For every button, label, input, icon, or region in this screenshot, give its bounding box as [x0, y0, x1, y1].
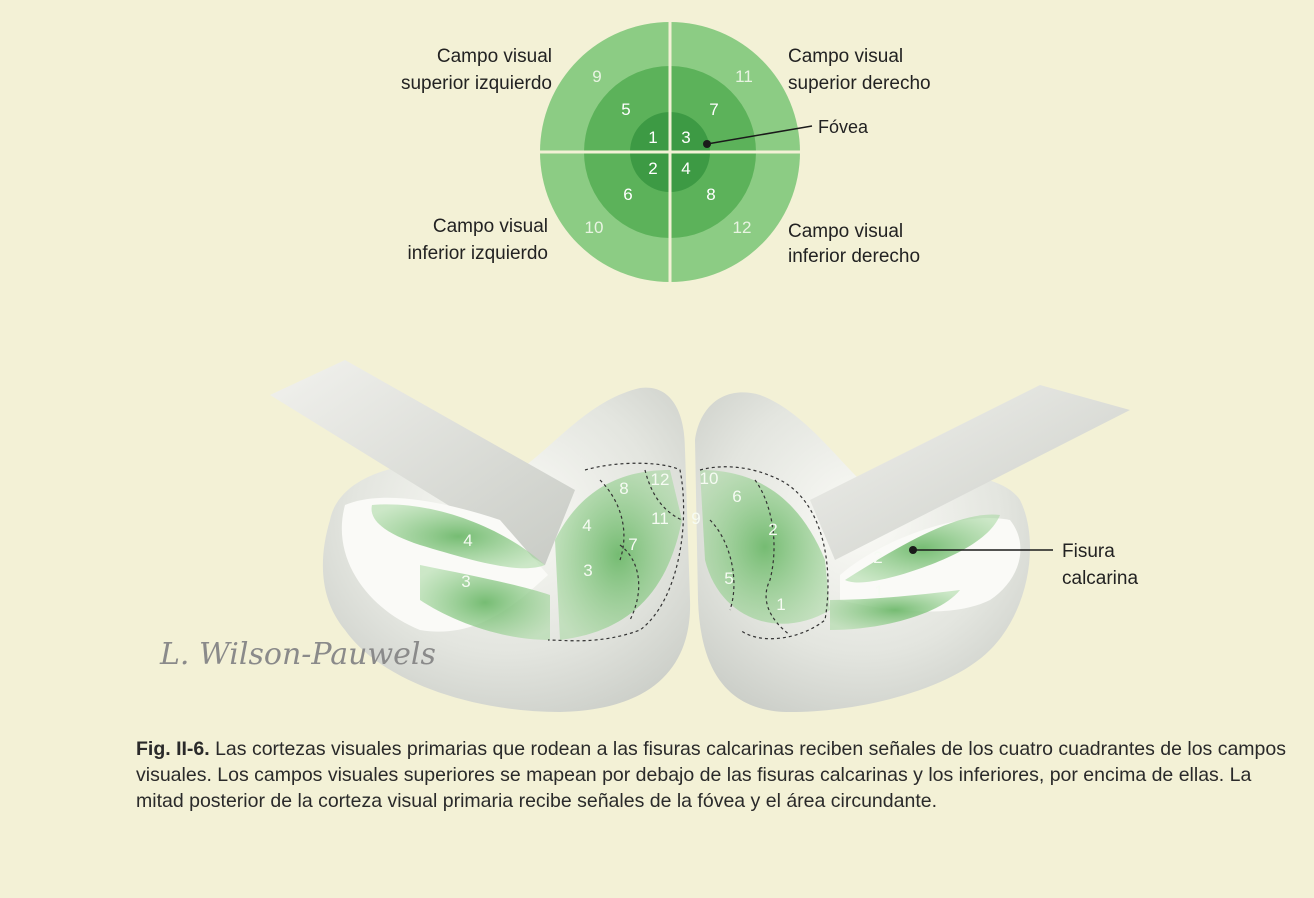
disc-number-4: 4	[681, 159, 690, 178]
left-cut-slab	[270, 360, 575, 565]
cortex-number-4-left-medial: 4	[582, 516, 591, 535]
label-lower-right-line1: Campo visual	[788, 221, 903, 242]
cortex-number-1-right-medial: 1	[776, 595, 785, 614]
figure-caption-label: Fig. II-6.	[136, 738, 210, 760]
disc-number-12: 12	[733, 218, 752, 237]
cortex-number-8: 8	[619, 479, 628, 498]
label-lower-left-line1: Campo visual	[433, 216, 548, 237]
right-cut-slab	[810, 385, 1130, 560]
disc-number-11: 11	[735, 67, 753, 86]
figure-caption-text: Las cortezas visuales primarias que rode…	[136, 738, 1286, 812]
fovea-label: Fóvea	[818, 117, 869, 137]
label-upper-right-line1: Campo visual	[788, 46, 903, 67]
left-lower-cortex-green	[420, 565, 550, 640]
fissure-label-line1: Fisura	[1062, 541, 1115, 562]
right-medial-cortex-green	[700, 470, 830, 624]
right-lower-cortex-green	[830, 590, 960, 630]
left-upper-cortex-green	[371, 504, 545, 569]
label-lower-left-line2: inferior izquierdo	[408, 243, 548, 264]
disc-number-9: 9	[592, 67, 601, 86]
disc-number-7: 7	[709, 100, 718, 119]
disc-number-5: 5	[621, 100, 630, 119]
fovea-leader	[706, 125, 813, 145]
cortex-number-9: 9	[691, 509, 700, 528]
cortex-number-10: 10	[700, 469, 719, 488]
cortex-number-2-right-fissure: 2	[873, 548, 882, 567]
cortex-number-6: 6	[732, 487, 741, 506]
cortex-number-12: 12	[651, 470, 670, 489]
quadrant-labels: Campo visual superior izquierdo Campo vi…	[401, 46, 931, 267]
left-medial-cortex-green	[555, 470, 682, 640]
cortex-dashed-boundaries	[547, 462, 829, 642]
disc-number-2: 2	[648, 159, 657, 178]
cortex-number-3-left-lower: 3	[461, 572, 470, 591]
disc-number-10: 10	[585, 218, 604, 237]
label-upper-left-line1: Campo visual	[437, 46, 552, 67]
disc-number-1: 1	[648, 128, 657, 147]
visual-field-disc: 1 3 2 4 5 7 6 8 9 11 10 12	[538, 20, 813, 284]
cortex-number-2-right-medial: 2	[768, 520, 777, 539]
disc-number-3: 3	[681, 128, 690, 147]
cortex-number-1-right-lower: 1	[874, 582, 883, 601]
label-upper-right-line2: superior derecho	[788, 73, 931, 94]
disc-number-6: 6	[623, 185, 632, 204]
label-upper-left-line2: superior izquierdo	[401, 73, 552, 94]
right-upper-cortex-green	[845, 514, 1000, 583]
right-occipital-lobe	[695, 392, 1030, 712]
cortex-number-11: 11	[651, 509, 669, 528]
cortex-number-7: 7	[628, 535, 637, 554]
figure-caption: Fig. II-6. Las cortezas visuales primari…	[136, 736, 1286, 814]
fissure-label-line2: calcarina	[1062, 568, 1138, 589]
label-lower-right-line2: inferior derecho	[788, 246, 920, 267]
cortex-number-3-left-medial: 3	[583, 561, 592, 580]
cortex-number-4-left-upper: 4	[463, 531, 472, 550]
brain-illustration: 4 3 4 8 12 11 7 3 10 9 6 2 5 1 2 1 Fisur…	[159, 360, 1138, 712]
disc-number-8: 8	[706, 185, 715, 204]
cortex-number-5: 5	[724, 569, 733, 588]
artist-signature: L. Wilson-Pauwels	[159, 637, 436, 672]
